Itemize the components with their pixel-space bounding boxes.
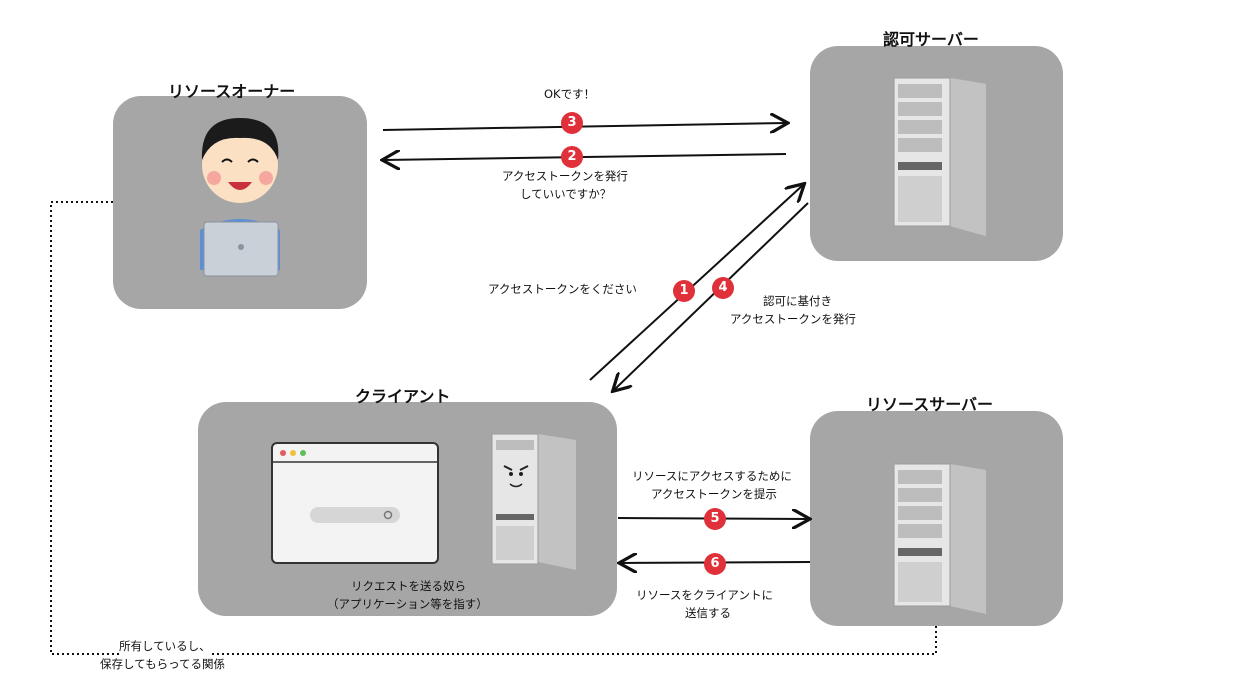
auth-server-icon — [893, 77, 986, 236]
ownership-dotted-line — [50, 201, 937, 655]
step-badge-5: 5 — [704, 508, 726, 530]
step-3-label: OKです！ — [544, 87, 596, 101]
auth-server-title: 認可サーバー — [883, 30, 979, 49]
client-caption-line1: リクエストを送る奴ら — [351, 579, 466, 593]
step-badge-6: 6 — [704, 553, 726, 575]
arrow-step-4 — [614, 202, 809, 390]
arrow-step-1 — [589, 185, 803, 381]
browser-window-icon — [271, 442, 439, 564]
step-6-label-line1: リソースをクライアントに — [636, 588, 773, 602]
ownership-label-line1: 所有しているし、 — [119, 638, 211, 655]
step-1-label: アクセストークンをください — [488, 282, 637, 296]
step-5-label-line1: リソースにアクセスするために — [632, 469, 792, 483]
step-badge-4: 4 — [712, 277, 734, 299]
resource-server-icon — [893, 463, 986, 614]
person-illustration-icon — [200, 118, 280, 277]
client-caption-line2: （アプリケーション等を指す） — [327, 597, 488, 611]
step-5-label-line2: アクセストークンを提示 — [651, 487, 777, 501]
step-badge-3: 3 — [561, 112, 583, 134]
resource-server-title: リソースサーバー — [866, 395, 994, 414]
step-badge-2: 2 — [561, 146, 583, 168]
client-server-face-icon — [491, 433, 576, 570]
step-badge-1: 1 — [673, 280, 695, 302]
step-4-label-line2: アクセストークンを発行 — [730, 312, 856, 326]
step-2-label-line2: していいですか？ — [520, 187, 612, 201]
step-2-label-line1: アクセストークンを発行 — [502, 169, 628, 183]
arrow-step-3 — [382, 123, 786, 130]
client-title: クライアント — [355, 387, 451, 406]
step-4-label-line1: 認可に基付き — [763, 294, 832, 308]
arrow-step-2 — [384, 154, 787, 160]
resource-owner-title: リソースオーナー — [168, 82, 296, 101]
step-6-label-line2: 送信する — [685, 606, 731, 620]
ownership-label-line2: 保存してもらってる関係 — [100, 657, 226, 671]
